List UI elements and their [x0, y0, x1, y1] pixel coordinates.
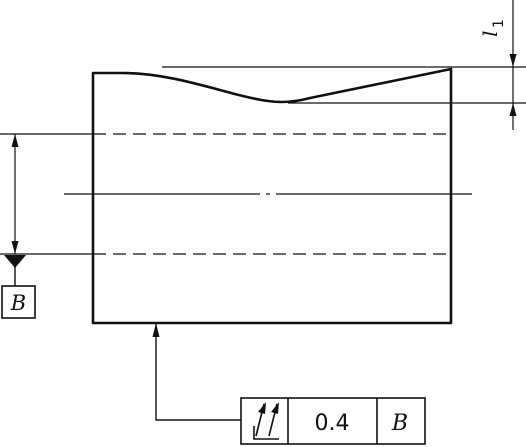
- part-outline: [91, 67, 453, 325]
- arrowhead-up-left: [11, 134, 19, 147]
- datum-reference: B: [391, 411, 408, 436]
- datum-letter: B: [10, 291, 26, 315]
- dimension-label-l1: l 1: [478, 19, 507, 37]
- arrowhead-down-l1: [509, 54, 517, 67]
- total-runout-icon: [253, 402, 279, 440]
- frame-border: [240, 397, 426, 445]
- arrowhead-down-left: [11, 241, 19, 254]
- leader-arrowhead: [152, 323, 160, 337]
- leader-line: [155, 324, 241, 421]
- dimension-symbol: l: [478, 31, 502, 37]
- tolerance-value: 0.4: [315, 411, 350, 436]
- datum-box: [1, 285, 36, 319]
- dimension-subscript: 1: [491, 19, 507, 28]
- feature-control-frame: 0.4 B: [240, 397, 426, 445]
- datum-triangle: [4, 255, 26, 268]
- arrowhead-up-l1: [509, 103, 517, 116]
